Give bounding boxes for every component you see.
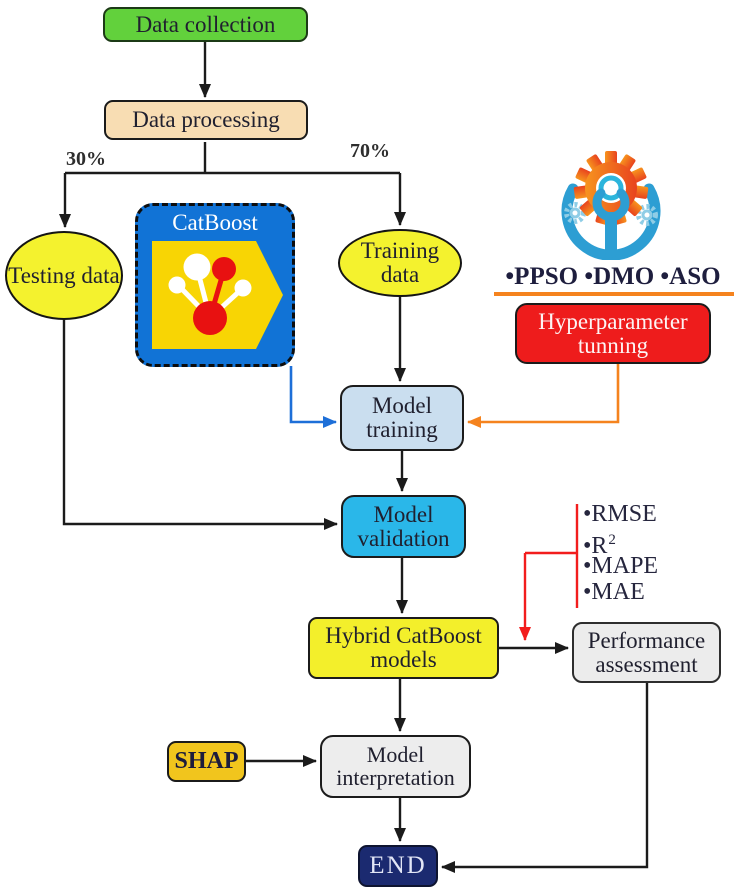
model-validation-box: Model validation [341,495,466,558]
model-training-box: Model training [340,385,464,451]
performance-assessment-label: Performance assessment [587,627,706,677]
model-interpretation-label: Model interpretation [336,741,455,790]
end-label: END [369,852,427,879]
data-processing-label: Data processing [132,107,280,133]
hyperparameter-tuning-label: Hyperparameter tunning [538,308,688,358]
metric-item: •R2 [583,532,616,559]
hybrid-catboost-models-box: Hybrid CatBoost models [308,617,499,679]
data-collection-box: Data collection [103,7,308,42]
arrow-catboost-to-modeltraining [289,366,337,428]
wrench-icon [592,188,630,258]
optimizer-list: •PPSO •DMO •ASO [505,263,721,290]
training-data-ellipse: Training data [338,229,462,297]
data-collection-label: Data collection [135,11,276,37]
hybrid-catboost-models-label: Hybrid CatBoost models [325,623,482,672]
shap-box: SHAP [167,741,246,782]
arrow-performance-to-end [441,683,649,873]
catboost-logo-icon [152,241,283,349]
end-box: END [358,845,438,887]
metric-item: •RMSE [583,501,657,527]
catboost-logo: CatBoost [135,203,295,367]
data-processing-box: Data processing [104,100,308,140]
catboost-label: CatBoost [172,210,258,235]
gear-wrench-icon [561,151,661,260]
shap-label: SHAP [174,748,239,775]
training-split-percentage: 70% [350,140,390,162]
training-data-label: Training data [360,238,440,287]
metrics-list: •RMSE •R2•MAPE•MAE [583,501,658,605]
hyperparameter-tuning-box: Hyperparameter tunning [515,303,711,364]
performance-assessment-box: Performance assessment [572,622,721,683]
arrow-hyper-to-modeltraining [467,364,620,428]
arrow-testingdata-to-validation [62,320,338,530]
testing-split-percentage: 30% [66,148,106,170]
small-gear-left-icon [564,202,586,224]
model-interpretation-box: Model interpretation [320,735,471,798]
split-line [65,142,400,175]
metrics-bracket-line [525,504,579,608]
testing-data-label: Testing data [8,262,120,288]
testing-data-ellipse: Testing data [5,231,123,320]
model-validation-label: Model validation [357,501,450,551]
optimizer-underline [494,292,734,296]
model-training-label: Model training [366,393,438,442]
small-gear-right-icon [636,204,658,226]
metric-item: •MAE [583,579,645,605]
metric-item: •MAPE [583,553,659,579]
